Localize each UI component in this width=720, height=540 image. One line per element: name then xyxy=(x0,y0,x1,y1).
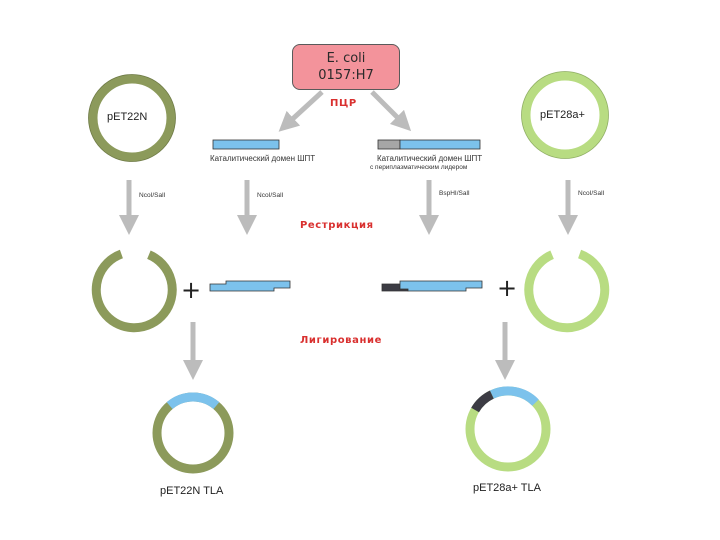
plasmid-pet28a xyxy=(521,71,609,159)
fragment-catalytic-domain-leader xyxy=(399,139,481,150)
recombinant-leader-right xyxy=(471,390,495,413)
plus-sign-right: + xyxy=(497,274,518,302)
fragment-label-right-sub: с периплазматическим лидером xyxy=(370,164,468,171)
plasmid-pet22n-outline xyxy=(88,74,176,162)
enzyme-label-3: BspHI/SalI xyxy=(439,190,470,197)
pcr-arrow-left xyxy=(278,90,324,132)
source-organism-strain: 0157:H7 xyxy=(318,68,374,83)
recombinant-insert-left xyxy=(166,392,220,410)
fragment-label-left: Каталитический домен ШПТ xyxy=(210,154,316,163)
cut-plasmid-right xyxy=(524,249,610,333)
plasmid-pet22n xyxy=(88,74,176,162)
source-organism-name: E. coli xyxy=(326,51,366,66)
step-ligation: Лигирование xyxy=(300,335,382,346)
recombinant-insert-right xyxy=(489,386,539,406)
source-organism-box: E. coli 0157:H7 xyxy=(292,44,400,90)
cut-fragment-right xyxy=(399,280,483,292)
recombinant-plasmid-left xyxy=(152,392,234,474)
plasmid-pet28a-outline xyxy=(521,71,609,159)
fragment-label-right: Каталитический домен ШПТ xyxy=(377,154,483,163)
plus-sign-left: + xyxy=(181,276,202,304)
enzyme-label-1: NcoI/SalI xyxy=(139,192,166,199)
enzyme-label-2: NcoI/SalI xyxy=(257,192,284,199)
plasmid-name-pet28a-tla: pET28a+ TLA xyxy=(473,482,541,494)
cut-plasmid-left xyxy=(91,249,177,333)
cut-fragment-left xyxy=(209,280,291,292)
pcr-arrow-right xyxy=(370,90,412,132)
plasmid-name-pet28a: pET28a+ xyxy=(540,109,585,121)
plasmid-name-pet22n: pET22N xyxy=(107,111,148,123)
step-restriction: Рестрикция xyxy=(300,220,374,231)
enzyme-label-4: NcoI/SalI xyxy=(578,190,605,197)
plasmid-name-pet22n-tla: pET22N TLA xyxy=(160,485,224,497)
fragment-leader-segment xyxy=(377,139,401,150)
step-pcr: ПЦР xyxy=(330,98,357,109)
fragment-catalytic-domain xyxy=(212,139,280,150)
